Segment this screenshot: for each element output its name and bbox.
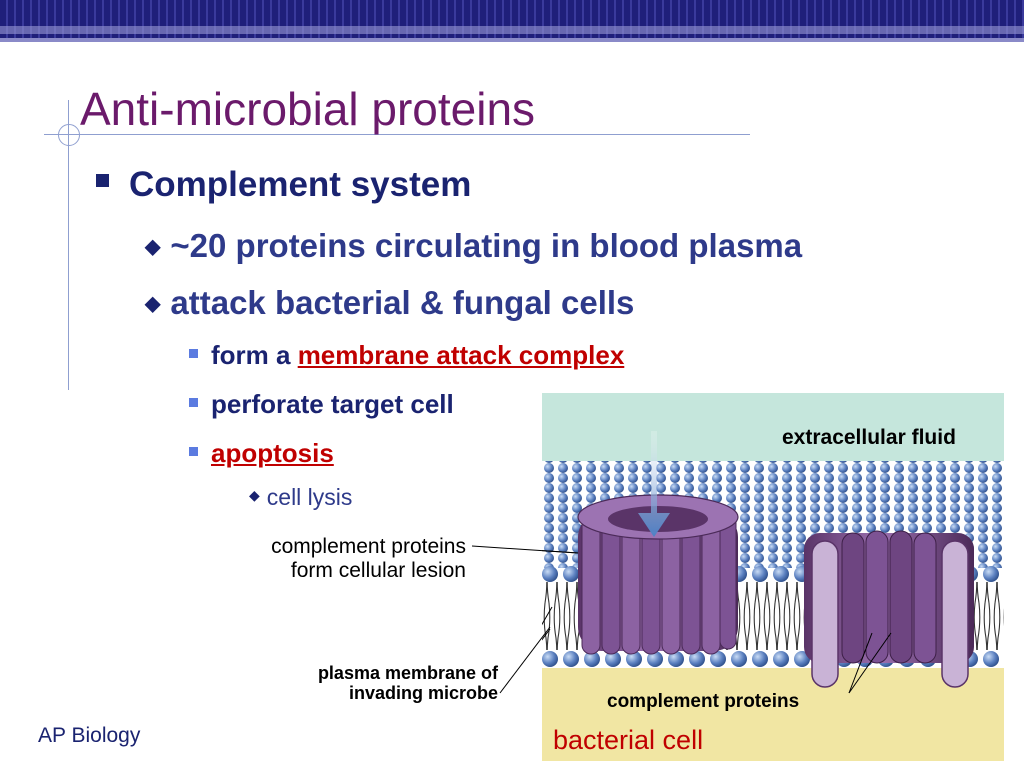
pointer-line xyxy=(499,626,551,694)
pointer-line xyxy=(542,606,553,626)
label-extracellular-fluid: extracellular fluid xyxy=(782,426,956,449)
bullet-text: ~20 proteins circulating in blood plasma xyxy=(170,227,803,264)
extracellular-region xyxy=(542,393,1004,461)
membrane-attack-figure: extracellular fluid complement proteins … xyxy=(542,393,1004,761)
top-banner xyxy=(0,0,1024,42)
label-lesion: complement proteins form cellular lesion xyxy=(194,535,466,582)
pointer-line xyxy=(848,632,892,694)
bullet-attack-cells: ◆ attack bacterial & fungal cells xyxy=(145,286,634,319)
label-complement-proteins: complement proteins xyxy=(607,691,800,712)
lesion-protein-complex xyxy=(577,494,739,655)
square-bullet-icon xyxy=(189,349,198,358)
footer-ap-biology: AP Biology xyxy=(38,724,141,747)
bullet-text: cell lysis xyxy=(266,484,353,510)
pointer-line xyxy=(848,632,873,694)
down-arrow-icon xyxy=(638,431,670,537)
top-banner-stripe xyxy=(0,26,1024,34)
label-bacterial-cell: bacterial cell xyxy=(553,725,704,755)
square-bullet-icon xyxy=(189,398,198,407)
label-membrane-line2: invading microbe xyxy=(348,683,498,704)
slide-title: Anti-microbial proteins xyxy=(80,83,536,135)
label-membrane-line1: plasma membrane of xyxy=(317,663,498,683)
label-lesion-line1: complement proteins xyxy=(271,535,466,558)
diamond-bullet-icon: ◆ xyxy=(249,487,260,503)
bullet-cell-lysis: ◆ cell lysis xyxy=(249,486,352,509)
label-lesion-line2: form cellular lesion xyxy=(290,558,466,582)
diamond-bullet-icon: ◆ xyxy=(145,293,161,315)
decor-crosshair xyxy=(58,124,80,146)
bullet-proteins-circulating: ◆ ~20 proteins circulating in blood plasm… xyxy=(145,229,802,262)
bullet-apoptosis: apoptosis xyxy=(189,440,334,466)
bullet-text: form a xyxy=(211,340,298,370)
apoptosis-link[interactable]: apoptosis xyxy=(211,438,334,468)
membrane-attack-complex-link[interactable]: membrane attack complex xyxy=(297,340,625,370)
bullet-perforate: perforate target cell xyxy=(189,391,454,417)
pore-protein-complex xyxy=(804,530,974,688)
pointer-line xyxy=(471,545,579,554)
bullet-membrane-attack: form a membrane attack complex xyxy=(189,342,624,368)
bullet-text: perforate target cell xyxy=(211,389,454,419)
label-plasma-membrane: plasma membrane of invading microbe xyxy=(262,663,498,704)
cytoplasm-region xyxy=(542,668,1004,761)
membrane-diagram xyxy=(542,393,1004,761)
bullet-text: attack bacterial & fungal cells xyxy=(170,284,635,321)
square-bullet-icon xyxy=(96,174,109,188)
square-bullet-icon xyxy=(189,447,198,456)
bullet-complement-system: Complement system xyxy=(96,167,471,202)
bullet-text: Complement system xyxy=(129,165,472,204)
diamond-bullet-icon: ◆ xyxy=(145,236,161,258)
decor-horizontal-line xyxy=(44,134,750,135)
decor-vertical-line xyxy=(68,100,69,390)
